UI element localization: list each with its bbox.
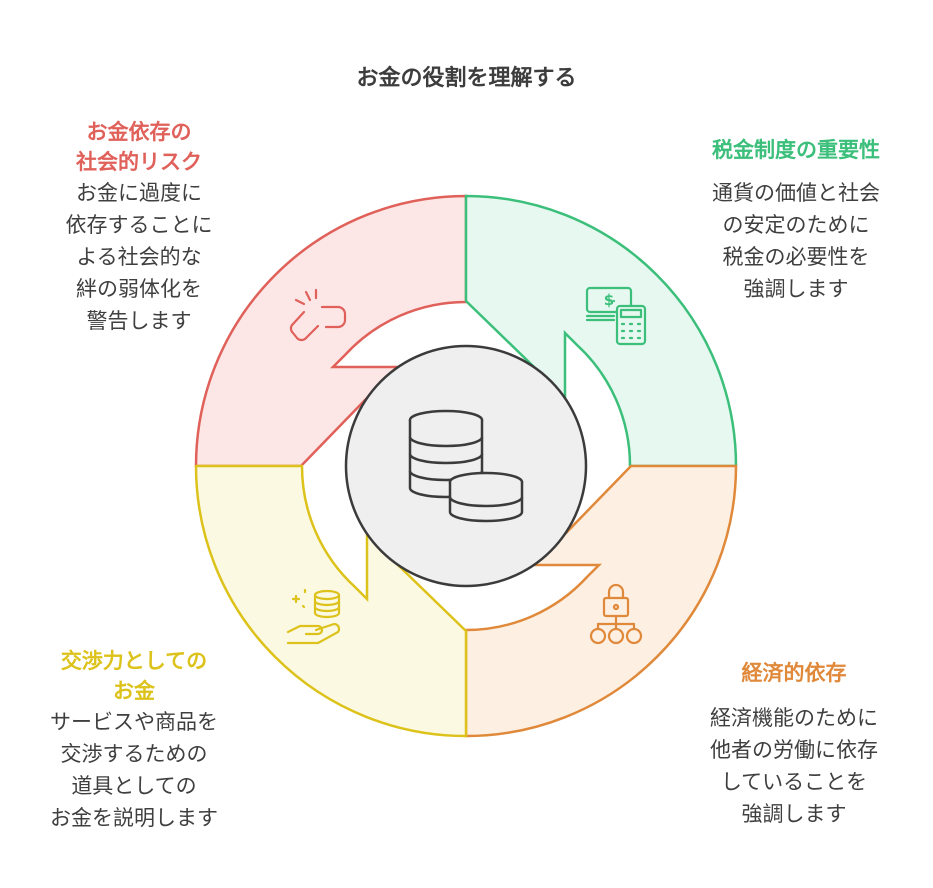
risk-description-line: よる社会的な <box>76 245 202 269</box>
negotiation-heading: 交渉力としての お金 <box>14 646 254 706</box>
svg-text:$: $ <box>604 291 614 309</box>
economic-description-line: 他者の労働に依存 <box>710 738 878 762</box>
risk-description-line: 警告します <box>86 309 192 333</box>
risk-description-line: 絆の弱体化を <box>76 277 202 301</box>
tax-text-block: 税金制度の重要性 通貨の価値と社会 の安定のために 税金の必要性を 強調します <box>690 135 902 305</box>
tax-heading-line: 税金制度の重要性 <box>712 138 880 162</box>
risk-heading: お金依存の 社会的リスク <box>24 117 254 177</box>
tax-description-line: 通貨の価値と社会 <box>712 181 880 205</box>
economic-text-block: 経済的依存 経済機能のために 他者の労働に依存 していることを 強調します <box>688 658 900 830</box>
economic-description-line: していることを <box>720 770 868 794</box>
risk-description-line: お金に過度に <box>76 181 202 205</box>
segment-risk <box>194 194 468 468</box>
negotiation-description-line: 交渉するための <box>60 742 208 766</box>
risk-description: お金に過度に 依存することに よる社会的な 絆の弱体化を 警告します <box>24 177 254 337</box>
broken-link-icon <box>289 288 347 342</box>
diagram-title: お金の役割を理解する <box>356 66 577 91</box>
risk-text-block: お金依存の 社会的リスク お金に過度に 依存することに よる社会的な 絆の弱体化… <box>24 117 254 337</box>
money-calculator-icon: $ <box>585 286 647 346</box>
tax-description-line: 税金の必要性を <box>722 245 870 269</box>
negotiation-description: サービスや商品を 交渉するための 道具としての お金を説明します <box>14 706 254 834</box>
negotiation-text-block: 交渉力としての お金 サービスや商品を 交渉するための 道具としての お金を説明… <box>14 646 254 834</box>
economic-description-line: 経済機能のために <box>710 706 878 730</box>
segment-negotiation <box>194 464 468 738</box>
economic-heading-line: 経済的依存 <box>741 661 847 685</box>
negotiation-description-line: 道具としての <box>71 774 197 798</box>
risk-heading-line: お金依存の <box>86 120 192 144</box>
risk-description-line: 依存することに <box>65 213 213 237</box>
economic-description-line: 強調します <box>741 802 847 826</box>
segment-tax <box>464 194 738 468</box>
economic-description: 経済機能のために 他者の労働に依存 していることを 強調します <box>688 702 900 830</box>
risk-heading-line: 社会的リスク <box>76 150 202 174</box>
negotiation-heading-line: 交渉力としての <box>60 649 208 673</box>
negotiation-description-line: サービスや商品を <box>50 710 218 734</box>
hand-coins-icon <box>286 588 341 645</box>
negotiation-heading-line: お金 <box>113 679 155 703</box>
tax-description-line: の安定のために <box>722 213 870 237</box>
tax-description: 通貨の価値と社会 の安定のために 税金の必要性を 強調します <box>690 177 902 305</box>
tax-description-line: 強調します <box>743 277 849 301</box>
lock-hierarchy-icon <box>589 583 643 645</box>
segment-economic <box>464 464 738 738</box>
economic-heading: 経済的依存 <box>688 658 900 688</box>
tax-heading: 税金制度の重要性 <box>690 135 902 165</box>
negotiation-description-line: お金を説明します <box>50 806 218 830</box>
coins-stack-icon <box>408 409 524 523</box>
